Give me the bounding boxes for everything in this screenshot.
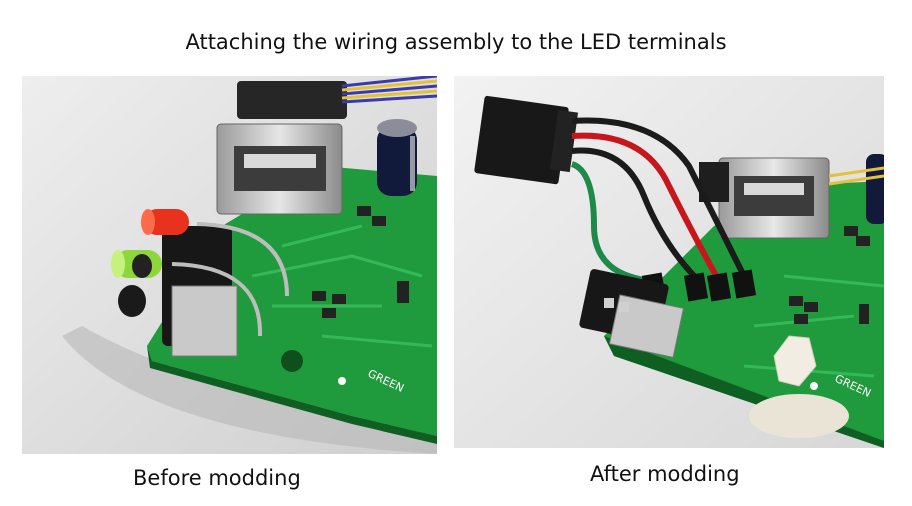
caption-before: Before modding bbox=[133, 466, 301, 490]
led-red bbox=[144, 209, 189, 235]
caption-after: After modding bbox=[590, 462, 740, 486]
pcb-board bbox=[604, 181, 884, 448]
page-title: Attaching the wiring assembly to the LED… bbox=[185, 30, 727, 54]
wire-connector bbox=[474, 95, 569, 185]
after-photo: GREEN bbox=[454, 76, 884, 448]
before-photo: GREEN bbox=[22, 76, 437, 454]
